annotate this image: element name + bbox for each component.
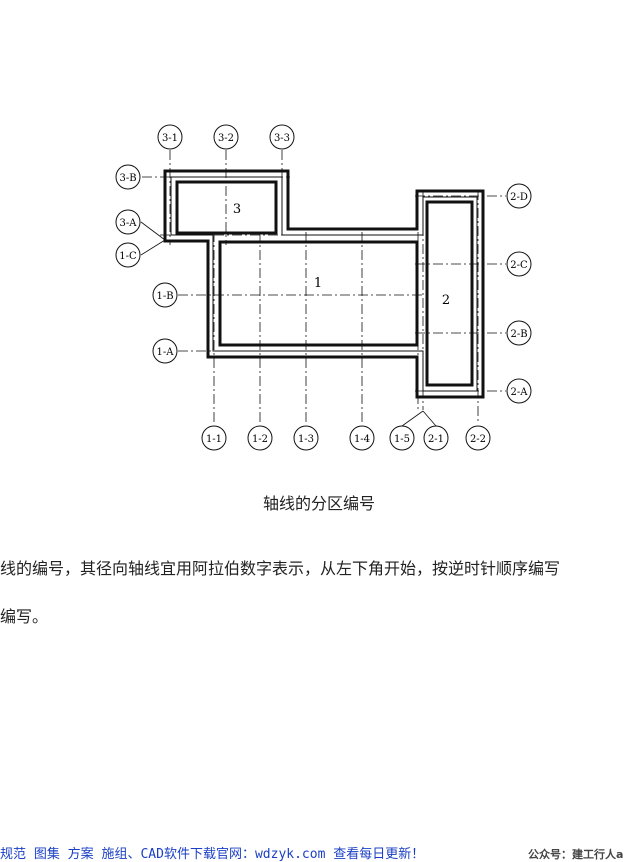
svg-text:1-4: 1-4 — [354, 434, 370, 445]
axis-bubble-3-1: 3-1 — [157, 124, 183, 150]
figure-caption: 轴线的分区编号 — [262, 494, 375, 513]
axis-bubble-1-1: 1-1 — [201, 425, 227, 451]
axis-bubble-1-3: 1-3 — [293, 425, 319, 451]
svg-text:3-3: 3-3 — [274, 133, 290, 144]
axis-bubble-3-b: 3-B — [115, 164, 141, 190]
svg-text:2-2: 2-2 — [470, 434, 486, 445]
zone-3-label: 3 — [233, 202, 241, 217]
paragraph-line-2: 编写。 — [0, 607, 49, 626]
svg-text:2-1: 2-1 — [428, 434, 444, 445]
axis-zone-diagram: 3 1 2 3-1 3-2 3-3 3-B 3-A 1-C 1-B 1-A 2-… — [115, 124, 532, 451]
footer-download-link[interactable]: 规范 图集 方案 施组、CAD软件下载官网：wdzyk.com 查看每日更新！ — [0, 847, 425, 862]
svg-text:3-2: 3-2 — [218, 133, 234, 144]
svg-text:1-3: 1-3 — [298, 434, 314, 445]
axis-bubble-2-a: 2-A — [506, 378, 532, 404]
axis-bubble-1-a: 1-A — [152, 338, 178, 364]
axis-bubble-2-d: 2-D — [506, 183, 532, 209]
axis-bubble-3-2: 3-2 — [213, 124, 239, 150]
svg-text:1-A: 1-A — [157, 347, 175, 358]
svg-text:1-B: 1-B — [156, 291, 173, 302]
svg-text:1-5: 1-5 — [394, 434, 410, 445]
axis-bubble-3-3: 3-3 — [269, 124, 295, 150]
svg-text:1-1: 1-1 — [206, 434, 222, 445]
svg-text:2-C: 2-C — [510, 260, 528, 271]
svg-text:3-A: 3-A — [120, 218, 138, 229]
axis-bubble-1-5: 1-5 — [389, 425, 415, 451]
svg-text:2-D: 2-D — [510, 192, 528, 203]
axis-lines — [142, 150, 506, 422]
axis-bubble-3-a: 3-A — [115, 209, 141, 235]
footer-wechat-account: 公众号：建工行人a — [528, 848, 624, 861]
axis-bubble-2-1: 2-1 — [423, 425, 449, 451]
zone-2-label: 2 — [442, 293, 450, 308]
axis-bubble-1-4: 1-4 — [349, 425, 375, 451]
axis-bubble-1-b: 1-B — [152, 282, 178, 308]
zone-1-label: 1 — [314, 276, 322, 291]
svg-text:3-B: 3-B — [119, 173, 136, 184]
building-offset-line — [170, 176, 478, 392]
axis-bubble-2-2: 2-2 — [465, 425, 491, 451]
building-outer-wall — [163, 169, 485, 399]
leader-lines — [140, 221, 437, 427]
svg-text:3-1: 3-1 — [162, 133, 178, 144]
axis-bubble-2-c: 2-C — [506, 251, 532, 277]
zone-2-room — [425, 200, 474, 387]
paragraph-line-1: 线的编号，其径向轴线宜用阿拉伯数字表示，从左下角开始，按逆时针顺序编写 — [0, 559, 561, 578]
axis-bubble-1-c: 1-C — [115, 242, 141, 268]
svg-text:1-C: 1-C — [119, 251, 137, 262]
axis-bubble-1-2: 1-2 — [247, 425, 273, 451]
svg-text:2-A: 2-A — [511, 387, 529, 398]
svg-text:2-B: 2-B — [510, 329, 527, 340]
zone-3-room — [175, 180, 278, 235]
svg-text:1-2: 1-2 — [252, 434, 268, 445]
axis-bubble-2-b: 2-B — [506, 320, 532, 346]
zone-1-room — [218, 240, 419, 347]
